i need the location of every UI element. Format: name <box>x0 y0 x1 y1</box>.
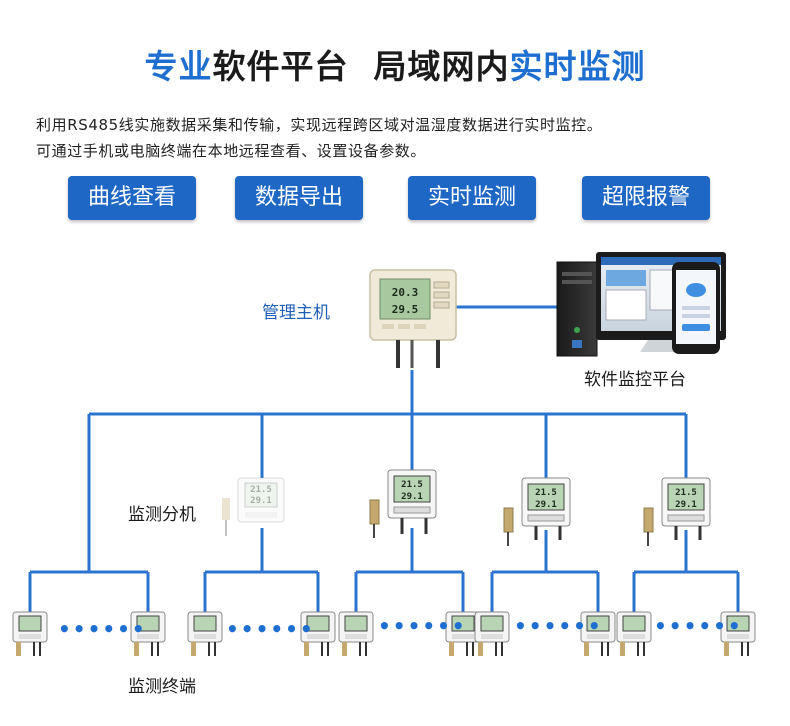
host-reading-2: 29.5 <box>392 303 419 316</box>
ellipsis-dots-5: •••••• <box>654 614 743 638</box>
sub1-reading-2: 29.1 <box>401 492 423 502</box>
curve-view-button[interactable]: 曲线查看 <box>68 176 196 220</box>
sensor-terminal-icon <box>187 611 223 656</box>
sub2-reading-2: 29.1 <box>535 500 557 510</box>
data-export-button[interactable]: 数据导出 <box>235 176 363 220</box>
sub-unit-3 <box>643 477 711 546</box>
terminal-label: 监测终端 <box>128 677 196 697</box>
sensor-terminal-icon <box>580 611 616 656</box>
realtime-monitor-button[interactable]: 实时监测 <box>408 176 536 220</box>
sub3-reading-2: 29.1 <box>675 500 697 510</box>
ellipsis-dots-4: •••••• <box>514 614 603 638</box>
sensor-terminal-icon <box>616 611 652 656</box>
description-line-1: 利用RS485线实施数据采集和传输，实现远程跨区域对温湿度数据进行实时监控。 <box>36 116 603 134</box>
ellipsis-dots-1: •••••• <box>58 617 147 641</box>
title-part-2: 软件平台 局域网内 <box>212 47 510 86</box>
sub1-reading-1: 21.5 <box>401 480 423 490</box>
page-title: 专业软件平台 局域网内实时监测 <box>0 40 790 88</box>
sub-unit-1 <box>369 469 437 538</box>
host-reading-1: 20.3 <box>392 286 419 299</box>
sensor-terminal-icon <box>130 611 166 656</box>
sub-unit-label: 监测分机 <box>128 505 196 525</box>
sub2-reading-1: 21.5 <box>535 488 557 498</box>
sensor-terminal-icon <box>474 611 510 656</box>
host-label: 管理主机 <box>262 303 330 323</box>
pc-tower-icon <box>556 261 598 357</box>
smartphone-icon <box>672 262 720 354</box>
sub3-reading-1: 21.5 <box>675 488 697 498</box>
software-platform-label: 软件监控平台 <box>584 370 686 390</box>
sub0-reading-2: 29.1 <box>250 496 272 506</box>
connection-lines <box>28 305 740 612</box>
sensor-terminal-icon <box>12 611 48 656</box>
sub-unit-faded <box>222 477 285 536</box>
ellipsis-dots-3: •••••• <box>378 614 467 638</box>
sub0-reading-1: 21.5 <box>250 485 272 495</box>
description: 利用RS485线实施数据采集和传输，实现远程跨区域对温湿度数据进行实时监控。 可… <box>36 112 776 164</box>
sensor-terminal-icon <box>300 611 336 656</box>
title-part-3: 实时监测 <box>509 47 646 86</box>
sensor-terminal-icon <box>338 611 374 656</box>
title-part-1: 专业 <box>144 47 213 86</box>
sensor-terminal-icon <box>720 611 756 656</box>
sub-unit-2 <box>503 477 571 546</box>
terminal-group <box>12 611 756 656</box>
ellipsis-dots-2: •••••• <box>226 617 315 641</box>
host-device-icon <box>369 269 457 368</box>
description-line-2: 可通过手机或电脑终端在本地远程查看、设置设备参数。 <box>36 142 427 160</box>
overlimit-alarm-button[interactable]: 超限报警 <box>582 176 710 220</box>
